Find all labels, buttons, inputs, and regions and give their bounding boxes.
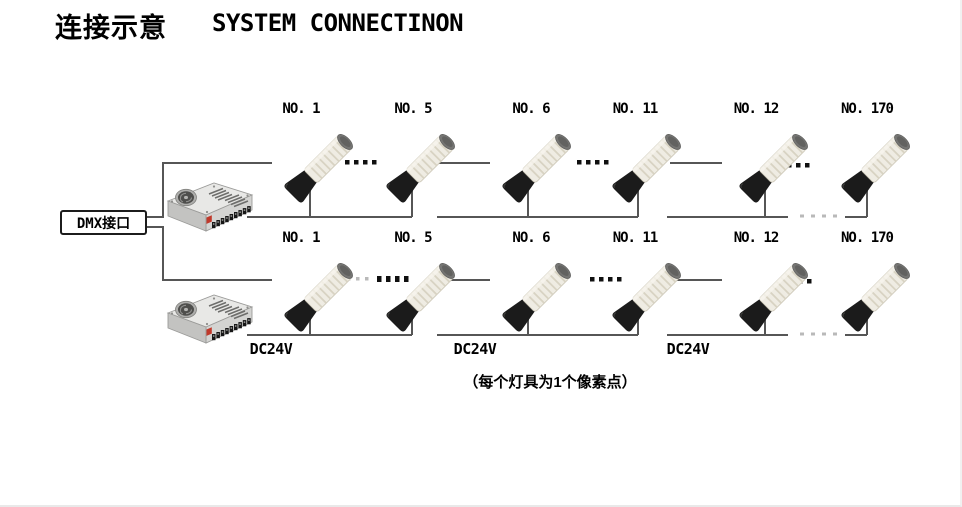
- lamp-icon: [610, 257, 687, 334]
- page-title-english: SYSTEM CONNECTINON: [212, 9, 464, 37]
- lamp-icon: [384, 257, 461, 334]
- lamp-number-label: NO. 12: [733, 101, 780, 117]
- bottom-row-lamps: [282, 257, 916, 334]
- lamp-number-label: NO. 6: [512, 101, 550, 117]
- lamp-number-label: NO. 11: [612, 101, 659, 117]
- lamp-number-label: NO. 6: [512, 230, 550, 246]
- continuation-dots: [345, 160, 812, 284]
- lamp-number-label: NO. 5: [394, 230, 432, 246]
- lamp-icon: [610, 128, 687, 205]
- lamp-icon: [282, 257, 359, 334]
- page-title-chinese: 连接示意: [55, 13, 167, 43]
- lamp-icon: [500, 257, 577, 334]
- lamp-number-label: NO. 1: [282, 101, 320, 117]
- lamp-icon: [737, 257, 814, 334]
- dmx-port-label: DMX接口: [76, 215, 131, 232]
- lamp-number-label: NO. 170: [840, 230, 894, 246]
- lamp-icon: [500, 128, 577, 205]
- lamp-number-label: NO. 12: [733, 230, 780, 246]
- lamp-icon: [839, 128, 916, 205]
- power-supply-icon: [167, 294, 253, 344]
- top-row-lamps: [282, 128, 916, 205]
- lamp-number-label: NO. 1: [282, 230, 320, 246]
- lamp-number-label: NO. 170: [840, 101, 894, 117]
- dc24v-label: DC24V: [453, 340, 497, 358]
- dmx-port-box: DMX接口: [60, 210, 147, 235]
- power-supply-icon: [167, 182, 253, 232]
- dc24v-label: DC24V: [249, 340, 293, 358]
- lamp-icon: [737, 128, 814, 205]
- pixel-note: （每个灯具为1个像素点）: [463, 374, 637, 391]
- top-row-wires: [143, 162, 868, 228]
- lamp-icon: [282, 128, 359, 205]
- lamp-icon: [384, 128, 461, 205]
- lamp-icon: [839, 257, 916, 334]
- lamp-number-label: NO. 5: [394, 101, 432, 117]
- lamp-number-label: NO. 11: [612, 230, 659, 246]
- dc24v-label: DC24V: [666, 340, 710, 358]
